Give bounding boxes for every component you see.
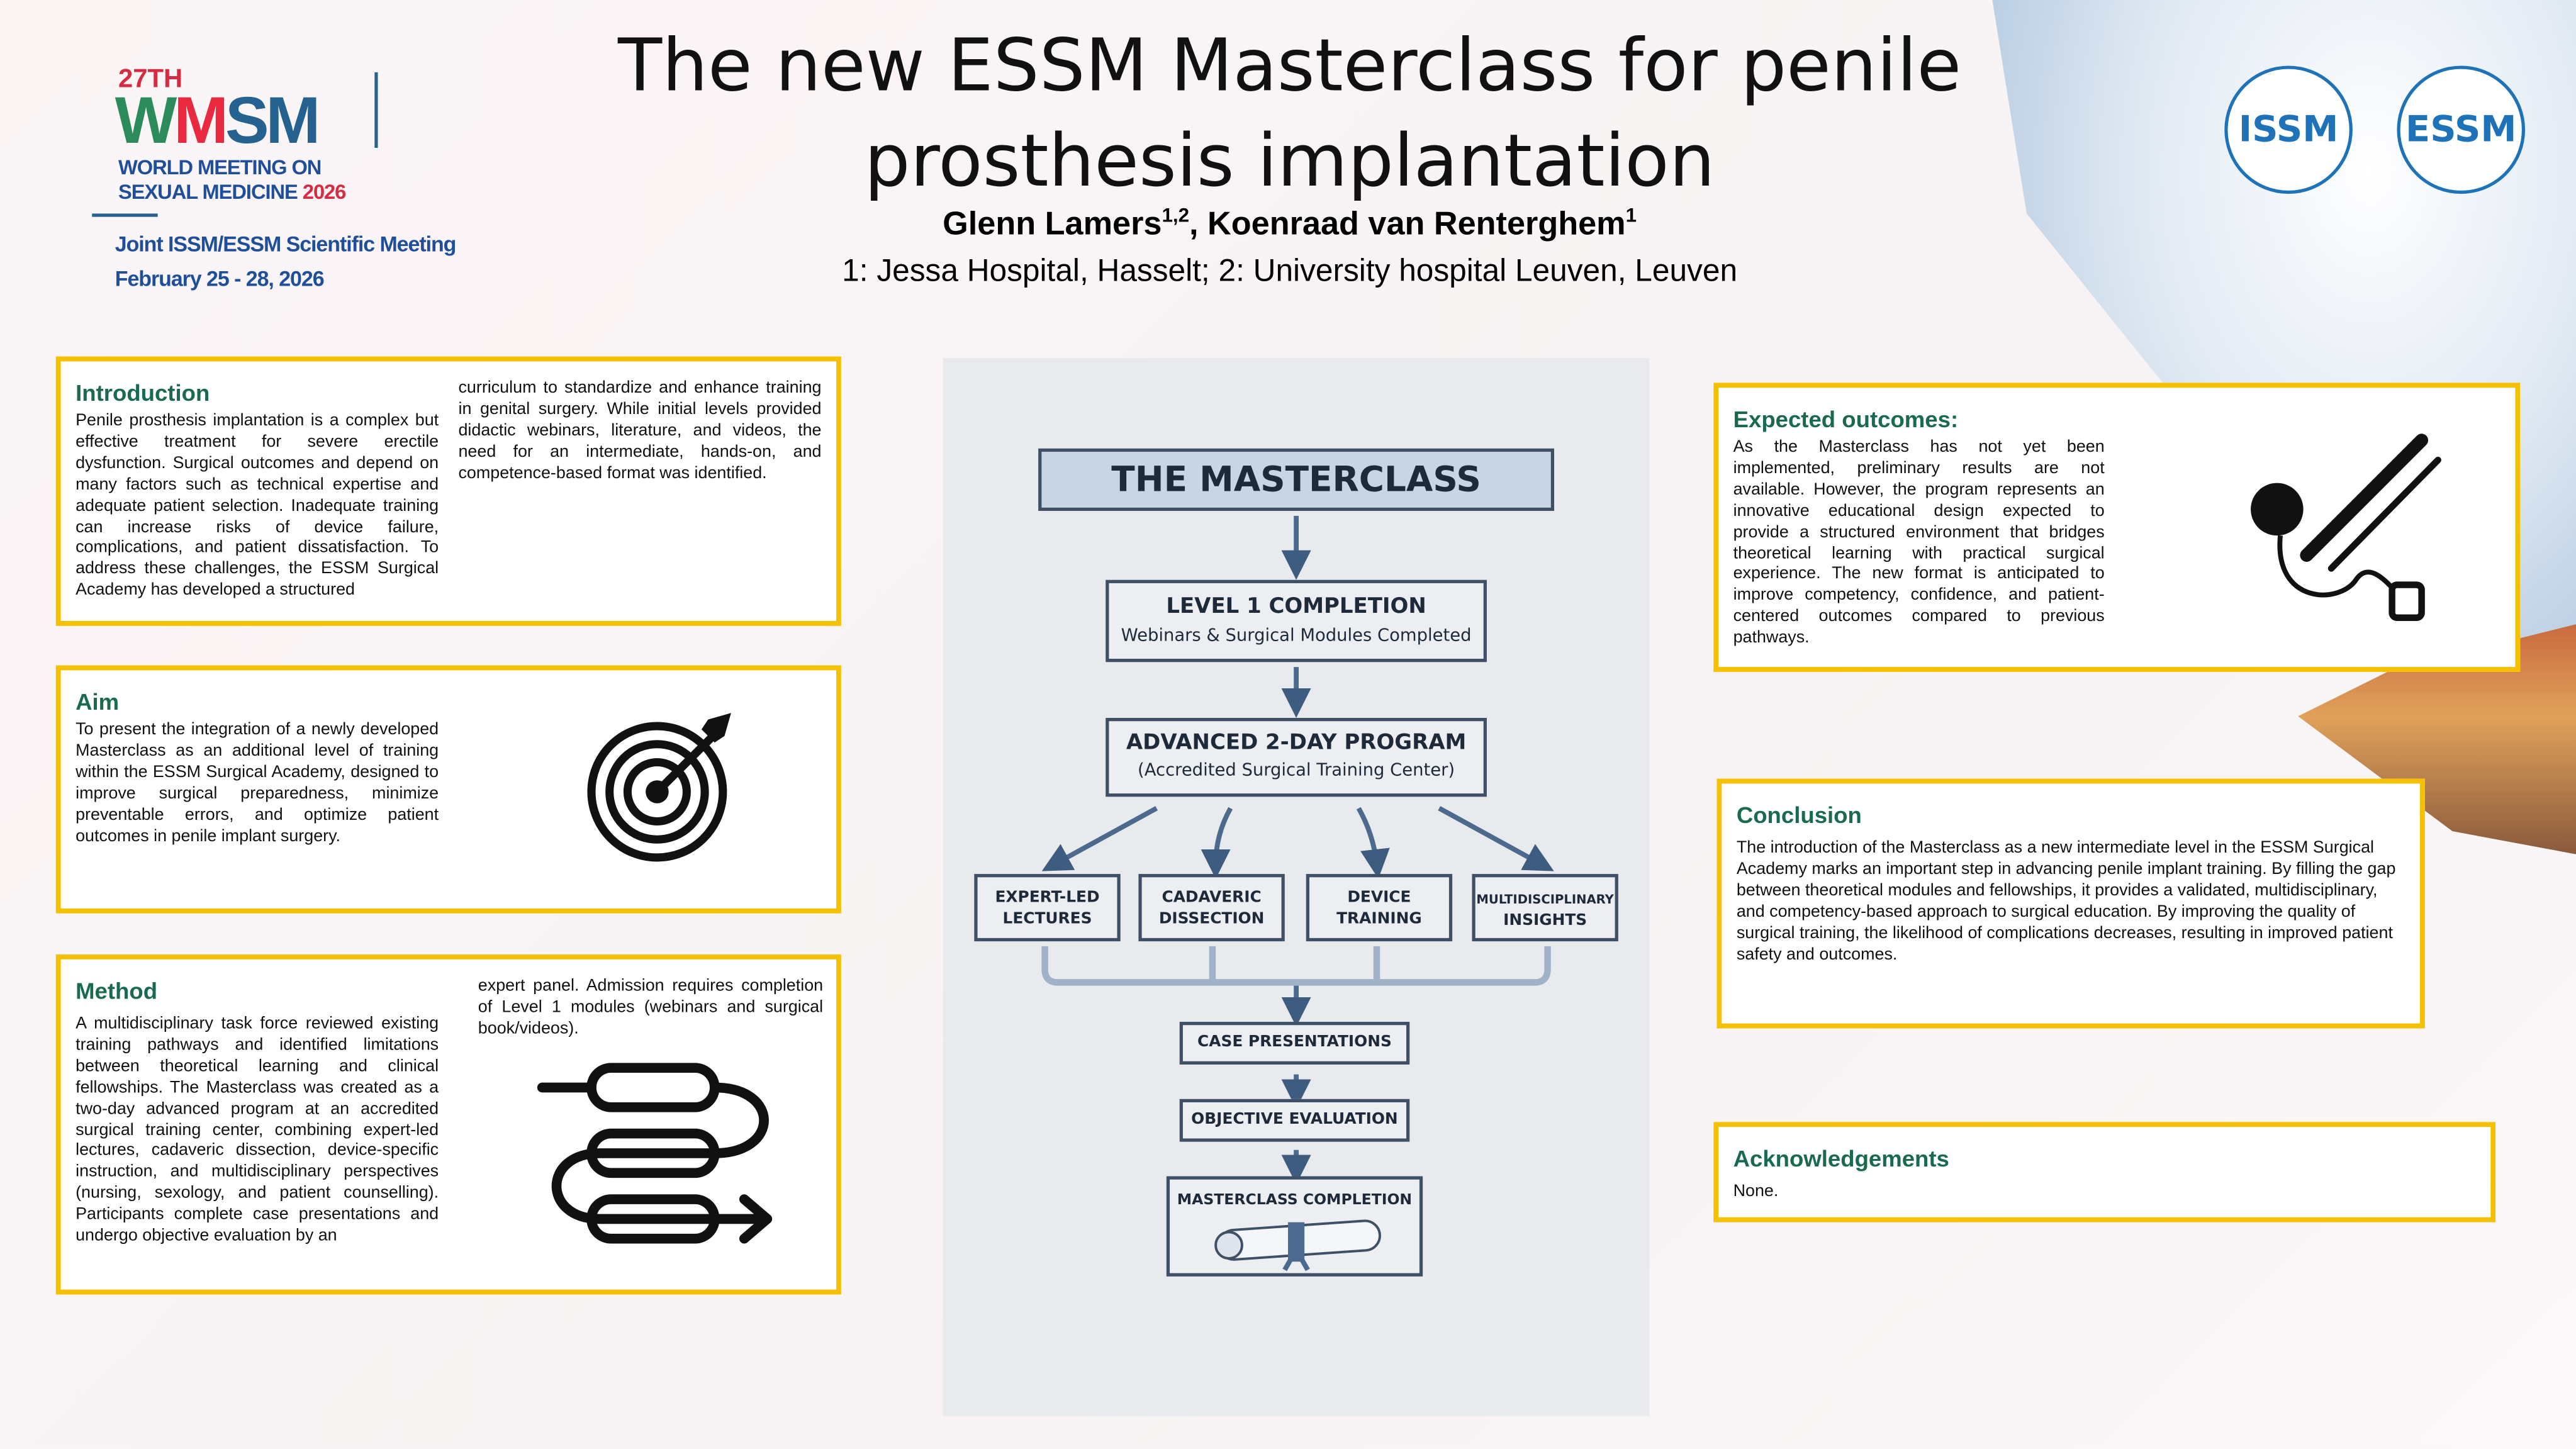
conclusion-text: The introduction of the Masterclass as a… bbox=[1736, 839, 2396, 964]
aim-text: To present the integration of a newly de… bbox=[76, 721, 439, 846]
issm-logo: ISSM bbox=[2224, 65, 2353, 194]
logo-underline bbox=[92, 213, 158, 217]
b3b: TRAINING bbox=[1336, 910, 1422, 929]
method-text-col2: expert panel. Admission requires complet… bbox=[478, 977, 824, 1038]
introduction-text-col1: Penile prosthesis implantation is a comp… bbox=[76, 412, 439, 600]
flow-objective-evaluation: OBJECTIVE EVALUATION bbox=[1179, 1099, 1410, 1142]
acknowledgements-text: None. bbox=[1733, 1182, 1779, 1201]
flow-advanced: ADVANCED 2-DAY PROGRAM (Accredited Surgic… bbox=[1106, 718, 1487, 797]
surgical-tools-icon bbox=[2251, 434, 2441, 621]
advanced-label: ADVANCED 2-DAY PROGRAM bbox=[1126, 730, 1467, 756]
logo-edition: 27TH bbox=[118, 65, 183, 94]
author-1-affil: 1,2 bbox=[1162, 203, 1190, 227]
logo-line1: WORLD MEETING ON bbox=[118, 156, 322, 179]
b2a: CADAVERIC bbox=[1162, 888, 1262, 907]
advanced-sub: (Accredited Surgical Training Center) bbox=[1138, 760, 1455, 781]
method-section: Method A multidisciplinary task force re… bbox=[55, 954, 841, 1295]
poster-title: The new ESSM Masterclass for penile prost… bbox=[493, 20, 2086, 210]
expected-text: As the Masterclass has not yet been impl… bbox=[1733, 439, 2105, 648]
acknowledgements-section: Acknowledgements None. bbox=[1713, 1122, 2496, 1222]
title-line1: The new ESSM Masterclass for penile bbox=[618, 25, 1962, 109]
level1-sub: Webinars & Surgical Modules Completed bbox=[1121, 625, 1472, 646]
method-text-col1: A multidisciplinary task force reviewed … bbox=[76, 1015, 439, 1246]
b1a: EXPERT-LED bbox=[995, 888, 1100, 907]
method-heading: Method bbox=[76, 977, 158, 1004]
logo-year: 2026 bbox=[302, 181, 347, 204]
flow-device-training: DEVICE TRAINING bbox=[1306, 874, 1453, 942]
acknowledgements-heading: Acknowledgements bbox=[1733, 1144, 1949, 1172]
flow-arrows bbox=[1041, 515, 1554, 1185]
author-2: , Koenraad van Renterghem bbox=[1189, 206, 1626, 243]
logo-m: M bbox=[174, 85, 228, 158]
joint-meeting: Joint ISSM/ESSM Scientific Meeting bbox=[115, 232, 457, 257]
b3a: DEVICE bbox=[1347, 888, 1411, 907]
introduction-text-col2: curriculum to standardize and enhance tr… bbox=[458, 379, 822, 483]
flow-cadaveric-dissection: CADAVERIC DISSECTION bbox=[1138, 874, 1285, 942]
introduction-heading: Introduction bbox=[76, 379, 210, 406]
aim-section: Aim To present the integration of a newl… bbox=[55, 665, 841, 914]
flow-multidisciplinary: MULTIDISCIPLINARY INSIGHTS bbox=[1472, 874, 1618, 942]
logo-divider bbox=[374, 72, 378, 148]
flow-level1: LEVEL 1 COMPLETION Webinars & Surgical Mo… bbox=[1106, 579, 1487, 663]
masterclass-flowchart: THE MASTERCLASS LEVEL 1 COMPLETION Webina… bbox=[943, 358, 1650, 1416]
b2b: DISSECTION bbox=[1158, 910, 1265, 929]
meeting-dates: February 25 - 28, 2026 bbox=[115, 266, 325, 291]
target-icon bbox=[587, 713, 731, 862]
logo-sm: SM bbox=[225, 85, 320, 158]
introduction-section: Introduction Penile prosthesis implantat… bbox=[55, 356, 841, 626]
essm-logo: ESSM bbox=[2397, 65, 2526, 194]
logo-w: W bbox=[115, 85, 177, 158]
completion-label: MASTERCLASS COMPLETION bbox=[1177, 1192, 1413, 1209]
wmsm-logo: WMSM bbox=[115, 85, 321, 159]
conclusion-section: Conclusion The introduction of the Maste… bbox=[1716, 778, 2425, 1029]
flow-expert-lectures: EXPERT-LED LECTURES bbox=[974, 874, 1121, 942]
flow-case-presentations: CASE PRESENTATIONS bbox=[1179, 1022, 1410, 1065]
flow-title: THE MASTERCLASS bbox=[1038, 448, 1555, 512]
pathway-icon bbox=[537, 1063, 773, 1244]
b1b: LECTURES bbox=[1002, 910, 1092, 929]
author-1: Glenn Lamers bbox=[943, 206, 1162, 243]
authors: Glenn Lamers1,2, Koenraad van Renterghem… bbox=[493, 204, 2086, 244]
issm-logo-text: ISSM bbox=[2238, 109, 2339, 150]
b4b: INSIGHTS bbox=[1503, 912, 1588, 930]
conclusion-heading: Conclusion bbox=[1736, 802, 1862, 828]
diploma-icon bbox=[1214, 1219, 1381, 1272]
flow-completion: MASTERCLASS COMPLETION bbox=[1166, 1176, 1423, 1277]
essm-logo-text: ESSM bbox=[2405, 109, 2517, 150]
expected-heading: Expected outcomes: bbox=[1733, 405, 1959, 432]
affiliations: 1: Jessa Hospital, Hasselt; 2: Universit… bbox=[842, 254, 1738, 289]
expected-outcomes-section: Expected outcomes: As the Masterclass ha… bbox=[1713, 383, 2521, 672]
level1-label: LEVEL 1 COMPLETION bbox=[1166, 595, 1426, 620]
aim-heading: Aim bbox=[76, 688, 120, 715]
title-line2: prosthesis implantation bbox=[864, 120, 1715, 204]
b4a: MULTIDISCIPLINARY bbox=[1476, 892, 1614, 907]
logo-line2: SEXUAL MEDICINE bbox=[118, 181, 298, 204]
author-2-affil: 1 bbox=[1625, 203, 1637, 227]
